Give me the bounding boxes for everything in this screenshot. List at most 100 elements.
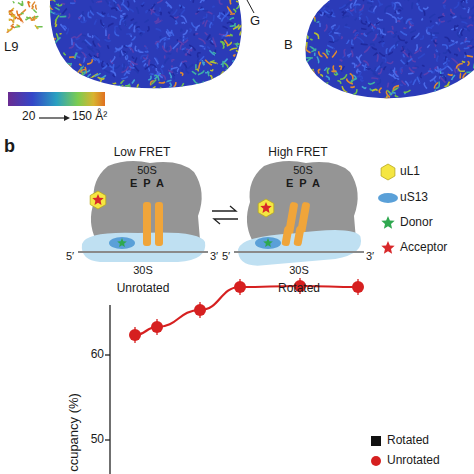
structure-texture	[131, 19, 134, 21]
structure-texture	[81, 72, 83, 78]
structure-texture	[134, 65, 139, 71]
structure-texture	[86, 74, 91, 80]
structure-texture	[392, 17, 397, 23]
structure-texture	[437, 56, 439, 62]
structure-texture	[315, 92, 321, 95]
structure-texture	[111, 16, 117, 19]
structure-texture	[228, 6, 232, 13]
structure-texture	[96, 79, 101, 86]
structure-texture	[385, 98, 391, 99]
structure-texture	[461, 0, 465, 2]
structure-texture	[211, 85, 214, 86]
structure-texture	[160, 69, 163, 75]
structure-texture	[333, 66, 334, 72]
subunit-label: 50S	[88, 164, 206, 177]
structure-texture	[439, 68, 441, 70]
structure-texture	[108, 64, 113, 67]
structure-texture	[176, 48, 178, 52]
structure-texture	[185, 53, 187, 55]
structure-texture	[82, 12, 84, 17]
structure-texture	[442, 45, 447, 50]
structure-texture	[50, 56, 52, 62]
structure-texture	[318, 80, 320, 82]
structure-texture	[179, 5, 185, 8]
structure-texture	[121, 81, 124, 84]
structure-texture	[453, 16, 457, 18]
structure-texture	[142, 2, 145, 5]
structure-texture	[361, 20, 366, 24]
structure-texture	[407, 49, 412, 56]
structure-texture	[414, 33, 419, 39]
structure-texture	[164, 56, 166, 58]
structure-texture	[206, 87, 212, 90]
scale-max: 150 Å²	[72, 110, 107, 124]
legend-text: Unrotated	[387, 454, 440, 468]
structure-texture	[364, 64, 366, 71]
data-point	[194, 304, 206, 316]
node-text-group: 30S	[78, 230, 208, 277]
structure-texture	[297, 76, 300, 80]
structure-texture	[217, 0, 219, 1]
structure-texture	[403, 27, 406, 29]
structure-texture	[397, 10, 400, 13]
structure-texture	[83, 58, 85, 62]
structure-texture	[172, 60, 175, 62]
structure-texture	[401, 46, 404, 51]
structure-texture	[143, 57, 146, 59]
structure-texture	[234, 78, 236, 83]
structure-texture	[319, 23, 321, 27]
structure-texture	[370, 6, 374, 10]
structure-texture	[243, 0, 246, 2]
structure-texture	[167, 80, 171, 82]
structure-texture	[181, 83, 184, 90]
structure-texture	[311, 49, 316, 52]
structure-texture	[163, 46, 168, 52]
structure-texture	[149, 60, 150, 66]
structure-texture	[344, 27, 350, 28]
structure-texture	[308, 93, 310, 96]
structure-texture	[310, 68, 315, 72]
structure-texture	[350, 0, 354, 1]
structure-texture	[345, 25, 346, 26]
structure-texture	[461, 22, 467, 24]
structure-texture	[346, 40, 349, 43]
structure-texture	[357, 69, 359, 74]
structure-texture	[347, 54, 349, 56]
trna	[143, 226, 151, 246]
structure-texture	[332, 51, 336, 57]
structure-texture	[302, 87, 305, 94]
structure-texture	[36, 5, 37, 10]
structure-texture	[221, 16, 227, 22]
trna	[293, 225, 304, 246]
structure-texture	[71, 39, 72, 45]
structure-texture	[307, 58, 311, 63]
site-label: E P A	[88, 177, 206, 190]
structure-texture	[17, 19, 21, 21]
structure-texture	[196, 25, 200, 31]
structure-texture	[303, 35, 308, 39]
structure-texture	[297, 58, 303, 60]
structure-texture	[198, 38, 205, 44]
structure-texture	[234, 55, 236, 57]
structure-texture	[223, 31, 228, 35]
structure-texture	[41, 85, 45, 88]
structure-texture	[82, 41, 86, 44]
structure-texture	[240, 30, 244, 36]
structure-texture	[310, 39, 312, 40]
structure-texture	[151, 80, 156, 85]
structure-texture	[464, 28, 467, 29]
structure-texture	[138, 88, 141, 91]
structure-texture	[116, 46, 123, 50]
structure-texture	[448, 20, 452, 22]
structure-texture	[182, 61, 187, 63]
structure-texture	[379, 29, 380, 35]
structure-texture	[82, 52, 87, 58]
structure-texture	[106, 0, 109, 4]
structure-texture	[160, 37, 167, 42]
mrna	[234, 251, 364, 253]
structure-texture	[360, 79, 363, 82]
structure-texture	[322, 95, 327, 99]
structure-texture	[241, 51, 243, 54]
structure-texture	[366, 16, 368, 21]
structure-texture	[458, 68, 464, 71]
